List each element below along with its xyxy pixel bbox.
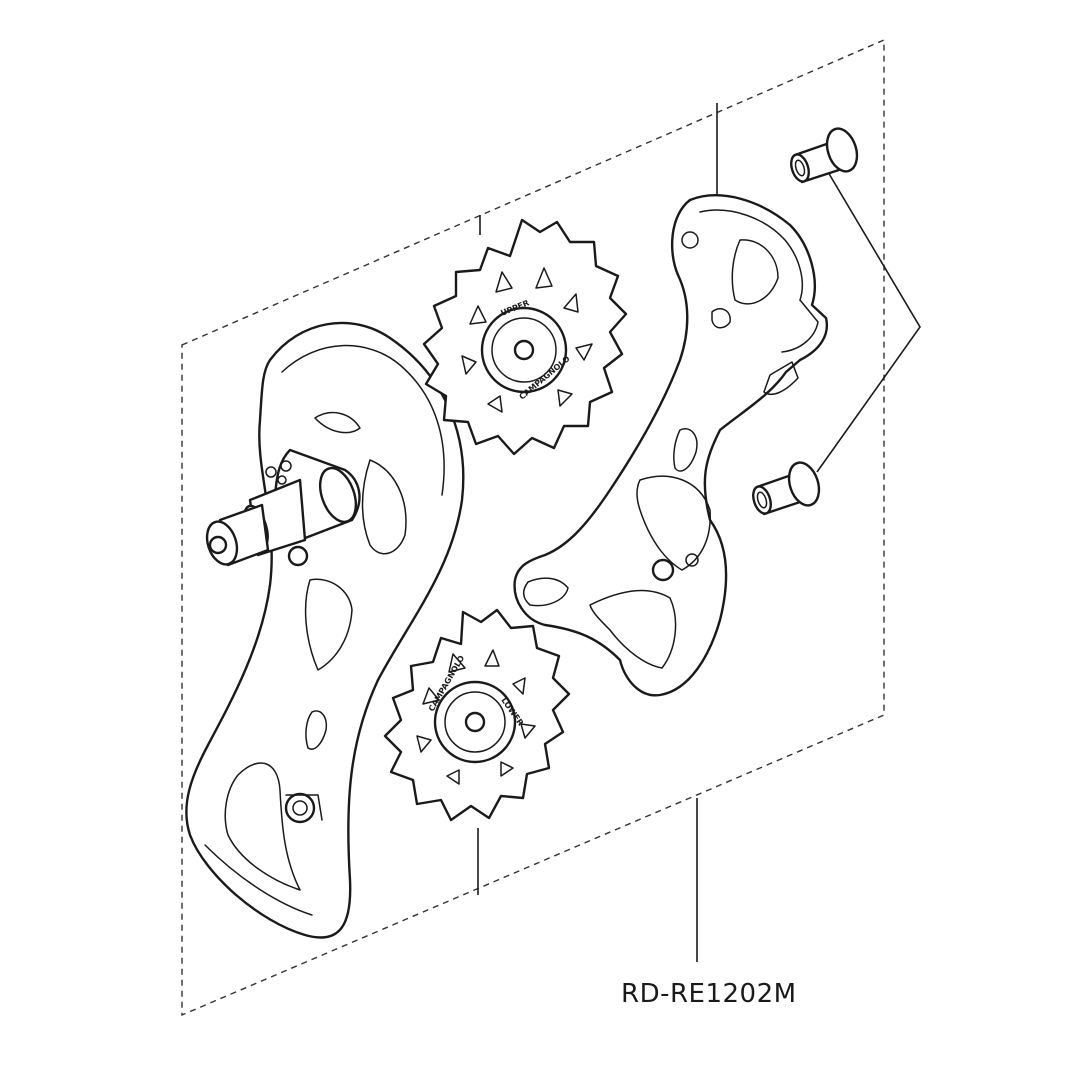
part-code-label: RD-RE1202M	[621, 979, 797, 1009]
leader-lines	[477, 103, 921, 962]
left-cage-plate	[185, 321, 465, 939]
assembly-boundary	[181, 38, 885, 1017]
mounting-bolt-lower	[752, 461, 821, 516]
pivot-axle	[205, 448, 361, 567]
lower-pulley: CAMPAGNOLO LOWER	[383, 608, 571, 822]
mounting-bolt-upper	[790, 127, 859, 184]
right-cage-plate	[513, 194, 829, 697]
upper-pulley: UPPER CAMPAGNOLO	[422, 218, 628, 456]
